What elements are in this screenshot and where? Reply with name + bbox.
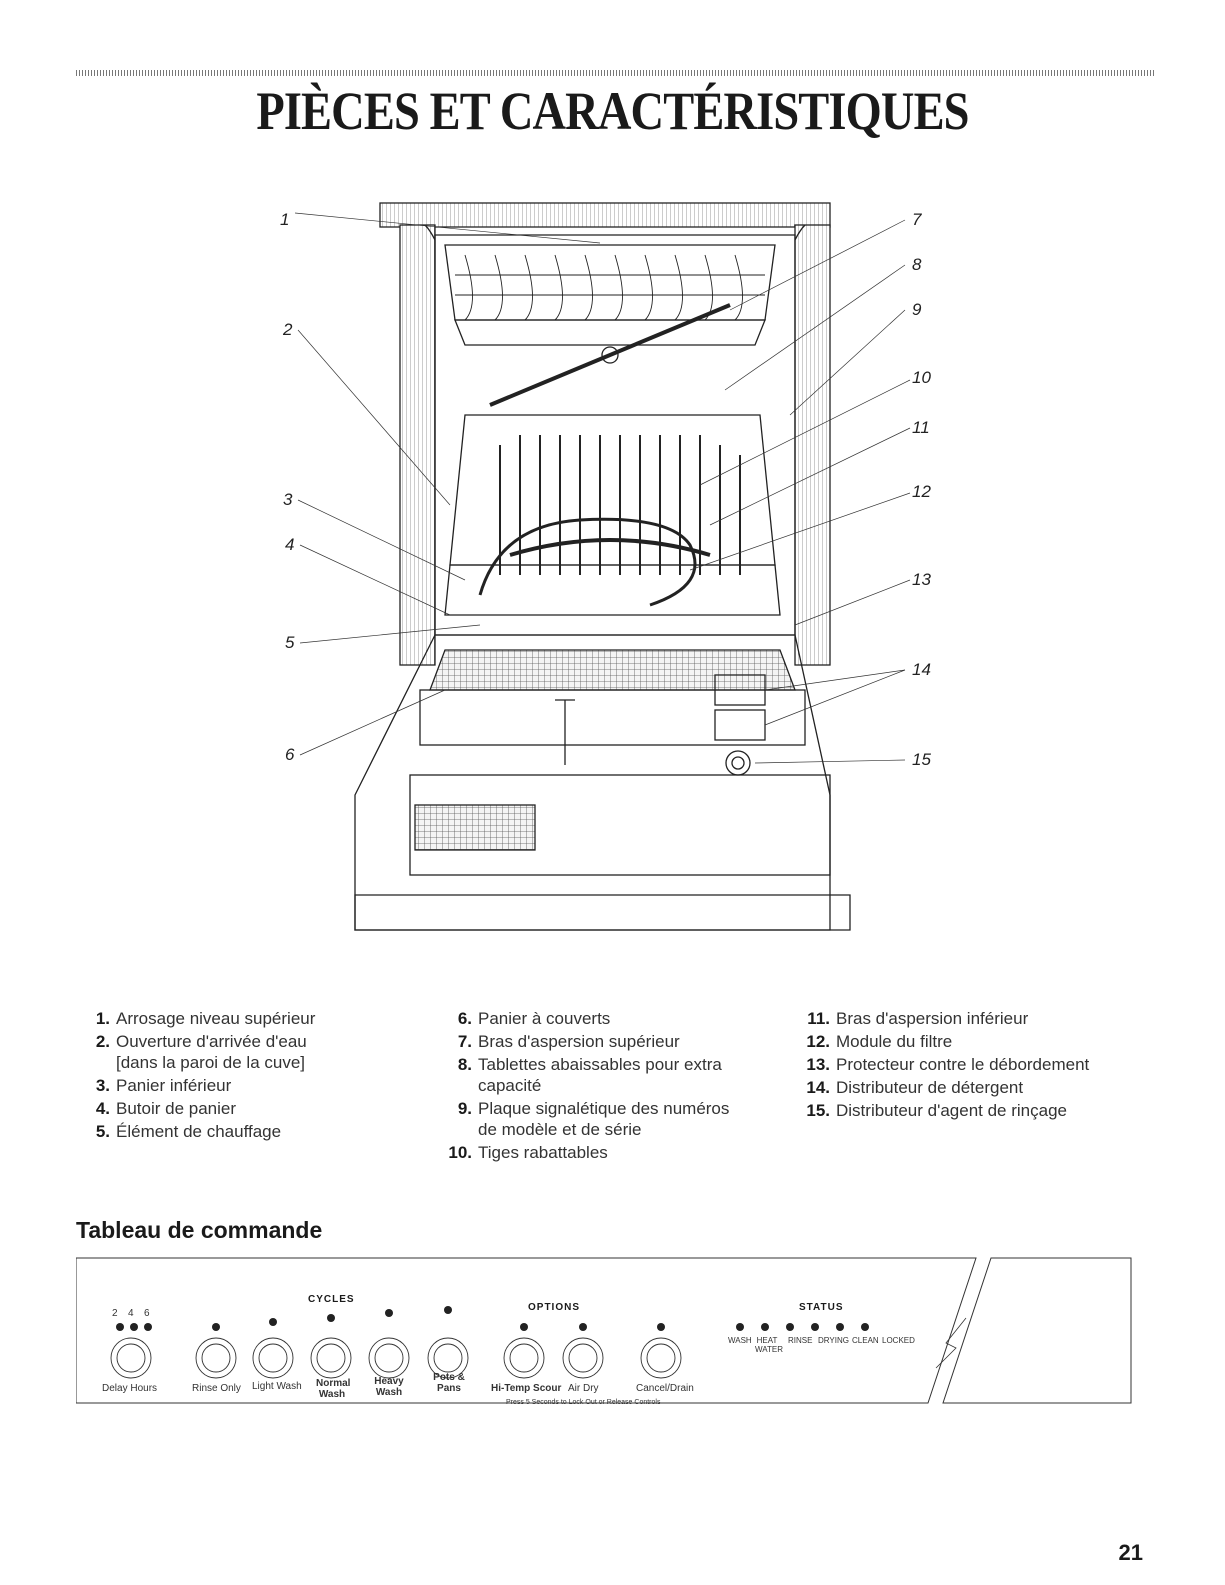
- lock-instruction: Press 5 Seconds to Lock Out or Release C…: [506, 1399, 661, 1406]
- callout-11: 11: [912, 418, 930, 437]
- part-item: 12.Module du filtre: [806, 1032, 953, 1051]
- control-panel-outline: [76, 1257, 1132, 1404]
- dishwasher-diagram: [294, 202, 911, 931]
- callout-12: 12: [912, 482, 931, 501]
- part-item: 11.Bras d'aspersion inférieur: [807, 1009, 1029, 1028]
- options-heading: OPTIONS: [528, 1302, 581, 1313]
- cycles-heading: CYCLES: [308, 1294, 355, 1305]
- callout-6: 6: [285, 745, 295, 764]
- hi-temp-scour-button[interactable]: Hi-Temp Scour: [491, 1383, 562, 1394]
- status-locked: LOCKED: [882, 1336, 915, 1345]
- top-rule: [76, 70, 1156, 76]
- control-panel: 2 4 6 CYCLES OPTIONS STATUS Delay Hours …: [76, 1248, 1156, 1428]
- heavy-wash-button[interactable]: Heavy Wash: [374, 1376, 404, 1398]
- delay-tick-6: 6: [144, 1308, 150, 1319]
- light-wash-button[interactable]: Light Wash: [252, 1381, 302, 1392]
- normal-wash-button[interactable]: Normal Wash: [316, 1378, 351, 1400]
- callout-9: 9: [912, 300, 922, 319]
- cancel-drain-button[interactable]: Cancel/Drain: [636, 1383, 694, 1394]
- parts-list-col-3: 11.Bras d'aspersion inférieur 12.Module …: [798, 1008, 1089, 1123]
- callout-7: 7: [912, 210, 922, 229]
- part-item: 14.Distributeur de détergent: [806, 1078, 1024, 1097]
- delay-tick-2: 2: [112, 1308, 118, 1319]
- part-item: 4.Butoir de panier: [95, 1099, 237, 1118]
- callout-8: 8: [912, 255, 922, 274]
- status-wash: WASH: [728, 1336, 752, 1345]
- callout-10: 10: [912, 368, 931, 387]
- part-item: 1.Arrosage niveau supérieur: [95, 1009, 316, 1028]
- part-item: 5.Élément de chauffage: [95, 1122, 282, 1141]
- callout-15: 15: [912, 750, 931, 769]
- air-dry-button[interactable]: Air Dry: [568, 1383, 599, 1394]
- status-heat-water: HEAT WATER: [755, 1336, 783, 1354]
- callout-1: 1: [280, 210, 290, 229]
- callout-14: 14: [912, 660, 931, 679]
- callout-13: 13: [912, 570, 931, 589]
- callout-5: 5: [285, 633, 295, 652]
- part-item: 13.Protecteur contre le débordement: [806, 1055, 1090, 1074]
- delay-hours-button[interactable]: Delay Hours: [102, 1383, 158, 1394]
- part-item: 15.Distributeur d'agent de rinçage: [806, 1101, 1067, 1120]
- callout-2: 2: [283, 320, 293, 339]
- part-item: 2.Ouverture d'arrivée d'eau[dans la paro…: [95, 1032, 307, 1072]
- page-title: PIÈCES ET CARACTÉRISTIQUES: [256, 81, 969, 141]
- parts-list-col-1: 1.Arrosage niveau supérieur 2.Ouverture …: [78, 1008, 316, 1144]
- status-heading: STATUS: [799, 1302, 844, 1313]
- status-drying: DRYING: [818, 1336, 849, 1345]
- rinse-only-button[interactable]: Rinse Only: [192, 1383, 241, 1394]
- part-item: 3.Panier inférieur: [95, 1076, 232, 1095]
- part-item: 7.Bras d'aspersion supérieur: [457, 1032, 680, 1051]
- pots-pans-button[interactable]: Pots & Pans: [433, 1372, 465, 1394]
- page-number: 21: [1118, 1540, 1143, 1565]
- parts-list-col-2: 6.Panier à couverts 7.Bras d'aspersion s…: [440, 1008, 729, 1165]
- status-rinse: RINSE: [788, 1336, 813, 1345]
- status-clean: CLEAN: [852, 1336, 879, 1345]
- part-item: 10.Tiges rabattables: [448, 1143, 608, 1162]
- delay-tick-4: 4: [128, 1308, 134, 1319]
- callout-3: 3: [283, 490, 293, 509]
- callout-4: 4: [285, 535, 295, 554]
- section-title: Tableau de commande: [76, 1217, 323, 1243]
- part-item: 6.Panier à couverts: [457, 1009, 611, 1028]
